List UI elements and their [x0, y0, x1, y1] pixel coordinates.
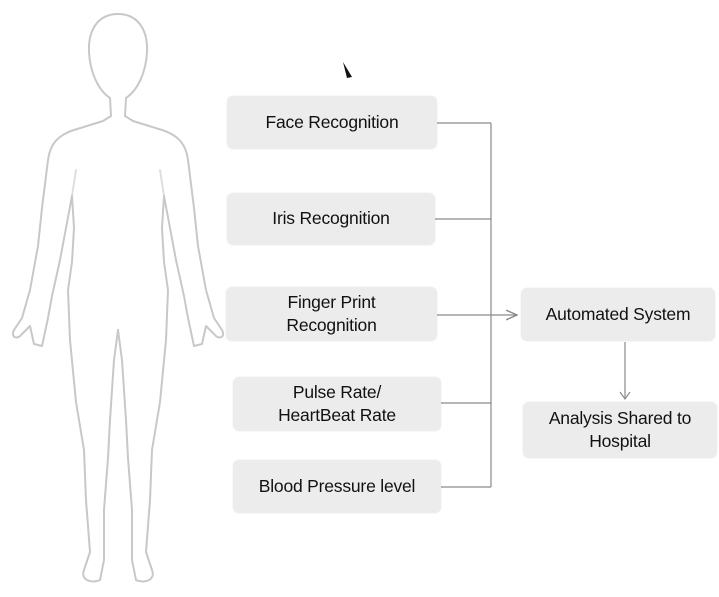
- box-analysis-shared-to-hospital: Analysis Shared to Hospital: [523, 402, 717, 458]
- box-finger-print-recognition: Finger Print Recognition: [226, 287, 437, 341]
- box-label: Automated System: [546, 303, 691, 326]
- box-label-line2: HeartBeat Rate: [278, 404, 396, 427]
- stray-mark: [343, 62, 352, 78]
- box-label: Blood Pressure level: [259, 475, 416, 498]
- arrow-down-head: [620, 392, 630, 399]
- box-blood-pressure-level: Blood Pressure level: [233, 460, 441, 513]
- box-label: Face Recognition: [266, 111, 399, 134]
- box-iris-recognition: Iris Recognition: [227, 193, 435, 245]
- box-face-recognition: Face Recognition: [227, 96, 437, 149]
- box-label-line2: Hospital: [589, 430, 651, 453]
- box-label-line1: Analysis Shared to: [549, 407, 691, 430]
- box-label-line1: Pulse Rate/: [293, 381, 381, 404]
- box-pulse-heartbeat-rate: Pulse Rate/ HeartBeat Rate: [233, 377, 441, 431]
- box-label: Iris Recognition: [272, 207, 389, 230]
- human-body-icon: [0, 0, 240, 597]
- box-label-line2: Recognition: [286, 314, 376, 337]
- box-label-line1: Finger Print: [287, 291, 375, 314]
- box-automated-system: Automated System: [521, 288, 715, 341]
